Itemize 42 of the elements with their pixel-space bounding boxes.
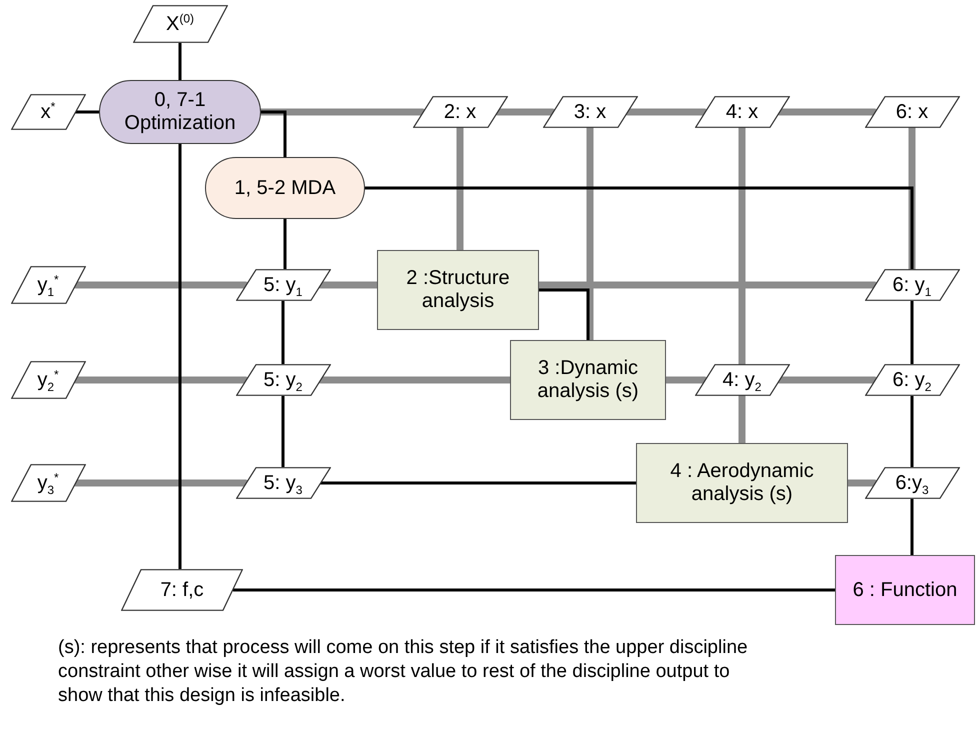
connector-line: [494, 108, 556, 116]
connector-line: [282, 301, 284, 364]
connector-line: [282, 396, 284, 467]
connector-line: [233, 588, 835, 592]
variable-parallelogram: 4: y$_{2}$: [694, 364, 790, 396]
analysis-box: 3 :Dynamic analysis (s): [510, 340, 666, 420]
variable-parallelogram: 3: x: [542, 96, 638, 128]
connector-line: [261, 110, 286, 157]
connector-line: [624, 108, 708, 116]
variable-parallelogram: 6:y$_{3}$: [864, 467, 960, 499]
connector-line: [178, 144, 182, 569]
connector-line: [72, 282, 249, 288]
variable-parallelogram: 6: y$_{1}$: [864, 269, 960, 301]
connector-line: [539, 288, 590, 340]
connector-line: [776, 376, 878, 384]
variable-parallelogram: X$^{(0)}$: [132, 5, 228, 43]
function-box: 6 : Function: [835, 555, 975, 625]
analysis-box: 2 :Structure analysis: [377, 250, 539, 330]
variable-parallelogram: 7: f,c: [121, 569, 243, 611]
optimizer-node: 0, 7-1 Optimization: [99, 80, 261, 144]
connector-line: [776, 108, 878, 116]
variable-parallelogram: x$^{*}$: [10, 94, 86, 130]
connector-line: [76, 110, 99, 114]
variable-parallelogram: 5: y$_{3}$: [236, 467, 330, 499]
variable-parallelogram: 5: y$_{1}$: [236, 269, 330, 301]
connector-line: [72, 376, 249, 384]
connector-line: [72, 480, 249, 486]
connector-line: [910, 396, 914, 467]
connector-line: [320, 482, 636, 484]
variable-parallelogram: 5: y$_{2}$: [236, 364, 330, 396]
footnote-text: (s): represents that process will come on this step if it satisfies the upper discipline constraint other wise it will assign a worst value to rest of the discipline output to show that this design is infeasible.: [58, 636, 749, 708]
mda-node: 1, 5-2 MDA: [205, 157, 365, 219]
analysis-box: 4 : Aerodynamic analysis (s): [636, 443, 848, 523]
variable-parallelogram: 4: x: [694, 96, 790, 128]
connector-line: [910, 301, 914, 364]
connector-line: [365, 186, 914, 269]
connector-line: [284, 219, 286, 269]
variable-parallelogram: 6: x: [864, 96, 960, 128]
variable-parallelogram: 6: y$_{2}$: [864, 364, 960, 396]
connector-line: [178, 43, 182, 80]
variable-parallelogram: 2: x: [412, 96, 508, 128]
connector-line: [910, 499, 914, 555]
